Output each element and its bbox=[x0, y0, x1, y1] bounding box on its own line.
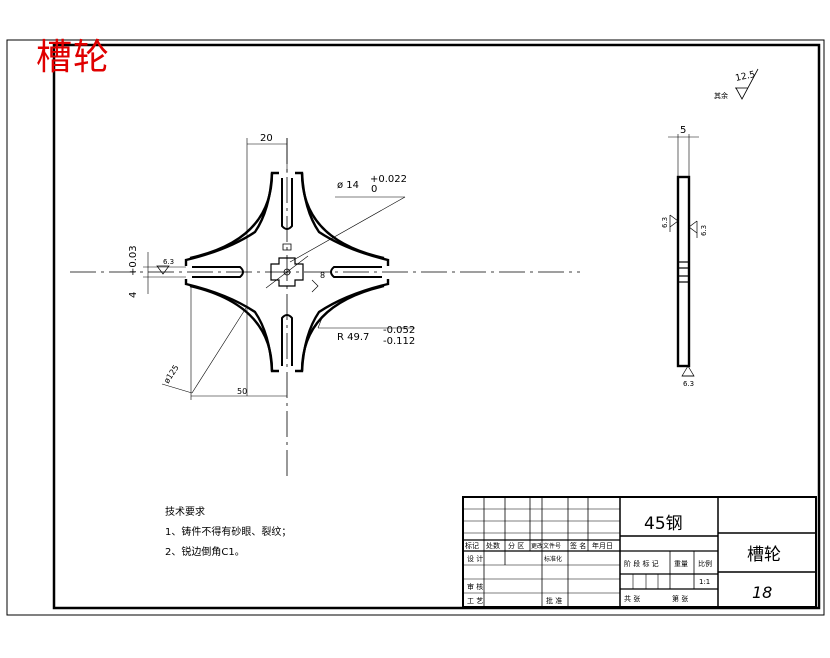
tb-material: 45钢 bbox=[644, 514, 683, 534]
side-view bbox=[668, 134, 699, 377]
dim-radius-tol-upper: -0.052 bbox=[383, 325, 415, 336]
tb-label-sheet-no: 第 张 bbox=[672, 594, 688, 603]
tb-label-stage: 阶 段 标 记 bbox=[624, 559, 659, 568]
tb-label-zone: 分 区 bbox=[508, 541, 524, 550]
dim-hole-d-text: ø 14 bbox=[337, 180, 359, 191]
arc-bottom-left bbox=[189, 284, 274, 372]
tb-label-craft: 工 艺 bbox=[467, 597, 483, 605]
dim-4-tol-text: +0.03 bbox=[128, 245, 139, 276]
roughness-general-value: 12.5 bbox=[735, 70, 757, 84]
slot-left bbox=[192, 266, 244, 278]
outer-border bbox=[6, 39, 825, 616]
center-hole bbox=[283, 268, 291, 276]
tb-label-weight: 重量 bbox=[674, 560, 688, 568]
tb-label-checker: 审 核 bbox=[467, 582, 483, 591]
roughness-mark-right bbox=[688, 220, 698, 234]
tb-label-total-sheets: 共 张 bbox=[624, 594, 640, 603]
dim-hole-tol-lower: 0 bbox=[371, 184, 377, 195]
tb-label-mark: 标记 bbox=[465, 541, 479, 550]
dia125-leader-tail bbox=[161, 383, 193, 394]
roughness-right-text: 6.3 bbox=[700, 225, 708, 236]
tb-drawing-no: 18 bbox=[752, 583, 772, 602]
wheel-outline bbox=[184, 171, 390, 373]
dim-keyway-text: 8 bbox=[320, 271, 325, 280]
notes-heading: 技术要求 bbox=[165, 507, 205, 518]
dim-5-text: 5 bbox=[680, 125, 686, 136]
tb-label-change-doc: 更改文件号 bbox=[531, 542, 561, 550]
technical-notes: 技术要求 1、铸件不得有砂眼、裂纹； 2、锐边倒角C1。 bbox=[165, 503, 291, 563]
roughness-general-label: 其余 bbox=[714, 91, 728, 100]
title-block bbox=[462, 496, 817, 608]
dim-radius-tol-lower: -0.112 bbox=[383, 336, 415, 347]
slot-bottom bbox=[281, 314, 293, 366]
dim-50-text: 50 bbox=[237, 387, 247, 396]
dim-4-text: 4 bbox=[128, 292, 139, 298]
tb-label-standard: 标准化 bbox=[544, 555, 562, 563]
slot-top bbox=[281, 178, 293, 230]
roughness-mark-left bbox=[669, 214, 679, 228]
arc-top-left bbox=[189, 172, 274, 260]
arc-top-right bbox=[300, 172, 385, 260]
inner-frame bbox=[52, 43, 821, 610]
tb-label-designer: 设 计 bbox=[467, 554, 483, 563]
slot-right bbox=[330, 266, 382, 278]
roughness-slot-text: 6.3 bbox=[163, 258, 174, 266]
dia125-leader bbox=[191, 307, 247, 394]
keyway bbox=[282, 243, 292, 251]
hub-leader bbox=[265, 255, 309, 289]
dim-radius-text: R 49.7 bbox=[337, 332, 369, 343]
roughness-mark-bottom bbox=[681, 365, 695, 377]
hole-leader bbox=[289, 196, 406, 263]
roughness-check-icon bbox=[735, 68, 759, 100]
tb-label-approve: 批 准 bbox=[546, 596, 562, 605]
dim-125-text: ø125 bbox=[162, 363, 181, 385]
drawing-title: 槽轮 bbox=[36, 37, 111, 78]
front-view bbox=[70, 138, 580, 480]
tb-scale-value: 1:1 bbox=[699, 578, 710, 586]
center-hub bbox=[270, 257, 304, 287]
tb-label-sign: 签 名 bbox=[570, 541, 586, 550]
note-item-2: 2、锐边倒角C1。 bbox=[165, 547, 245, 558]
dim-20-text: 20 bbox=[260, 133, 273, 144]
roughness-mark-slot bbox=[156, 265, 170, 275]
tb-label-count: 处数 bbox=[486, 541, 500, 550]
tb-label-ratio: 比例 bbox=[698, 559, 712, 568]
tb-label-date: 年月日 bbox=[592, 541, 613, 550]
radius-leader bbox=[317, 317, 323, 329]
roughness-left-text: 6.3 bbox=[661, 217, 669, 228]
roughness-bottom-text: 6.3 bbox=[683, 380, 694, 388]
arc-bottom-right bbox=[300, 284, 385, 372]
title-block-frame bbox=[462, 496, 817, 608]
side-body bbox=[676, 175, 691, 368]
tb-part-name: 槽轮 bbox=[747, 545, 781, 565]
title-block-labels: 标记 处数 分 区 更改文件号 签 名 年月日 设 计 标准化 审 核 工 艺 … bbox=[465, 541, 712, 605]
general-roughness-symbol bbox=[735, 68, 759, 100]
note-item-1: 1、铸件不得有砂眼、裂纹； bbox=[165, 527, 292, 538]
keyway-mark bbox=[311, 279, 319, 293]
dim-hole-tol-upper: +0.022 bbox=[370, 174, 407, 185]
